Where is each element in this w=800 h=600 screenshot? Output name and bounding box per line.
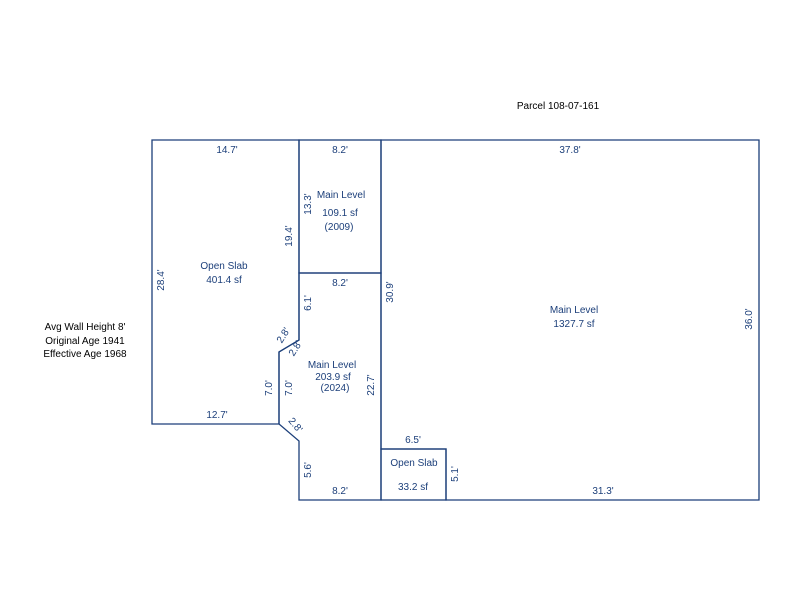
area-labels: Open Slab 401.4 sf Main Level 109.1 sf (…	[200, 190, 598, 493]
dim-top-right: 37.8'	[559, 145, 580, 156]
main-middle-size: 203.9 sf	[315, 372, 351, 383]
dim-far-right: 36.0'	[744, 308, 755, 329]
parcel-label: Parcel 108-07-161	[517, 101, 600, 112]
outlines	[151, 139, 760, 501]
dim-upper-height: 13.3'	[303, 193, 314, 214]
dim-bottom-right: 31.3'	[592, 486, 613, 497]
dim-bottom-mid: 8.2'	[332, 486, 348, 497]
dim-slab-right: 7.0'	[264, 380, 275, 396]
main-middle-name: Main Level	[308, 360, 356, 371]
original-age-note: Original Age 1941	[45, 336, 125, 347]
wall-height-note: Avg Wall Height 8'	[45, 322, 126, 333]
dim-mid-top: 8.2'	[332, 278, 348, 289]
open-slab-left-size: 401.4 sf	[206, 275, 242, 286]
open-slab-small-size: 33.2 sf	[398, 482, 428, 493]
dim-small-side: 5.1'	[450, 466, 461, 482]
dim-slab-bottom: 12.7'	[206, 410, 227, 421]
main-large-size: 1327.7 sf	[553, 319, 594, 330]
effective-age-note: Effective Age 1968	[43, 349, 127, 360]
dim-left-side: 28.4'	[156, 269, 167, 290]
dim-mid-upper-side: 6.1'	[303, 295, 314, 311]
horizontal-dimensions: 14.7' 8.2' 37.8' 8.2' 12.7' 6.5' 8.2' 31…	[206, 145, 613, 497]
dim-small-top: 6.5'	[405, 435, 421, 446]
open-slab-small-name: Open Slab	[390, 458, 438, 469]
dim-top-mid: 8.2'	[332, 145, 348, 156]
main-upper-name: Main Level	[317, 190, 365, 201]
dim-mid-left: 7.0'	[284, 380, 295, 396]
dim-right-col-lower: 22.7'	[366, 374, 377, 395]
vertical-dimensions: 28.4' 19.4' 13.3' 6.1' 2.8' 2.8' 7.0' 7.…	[156, 193, 755, 482]
main-upper-year: (2009)	[325, 222, 354, 233]
main-upper-size: 109.1 sf	[322, 208, 358, 219]
open-slab-small-outline	[380, 448, 447, 501]
dim-diag-a: 2.8'	[275, 326, 293, 345]
dim-diag-b: 2.8'	[287, 339, 305, 358]
dim-right-col-upper: 30.9'	[385, 281, 396, 302]
dim-mid-lower-side: 5.6'	[303, 462, 314, 478]
dim-top-left: 14.7'	[216, 145, 237, 156]
open-slab-left-name: Open Slab	[200, 261, 248, 272]
main-middle-year: (2024)	[321, 383, 350, 394]
main-large-name: Main Level	[550, 305, 598, 316]
dim-inner-upper: 19.4'	[284, 225, 295, 246]
